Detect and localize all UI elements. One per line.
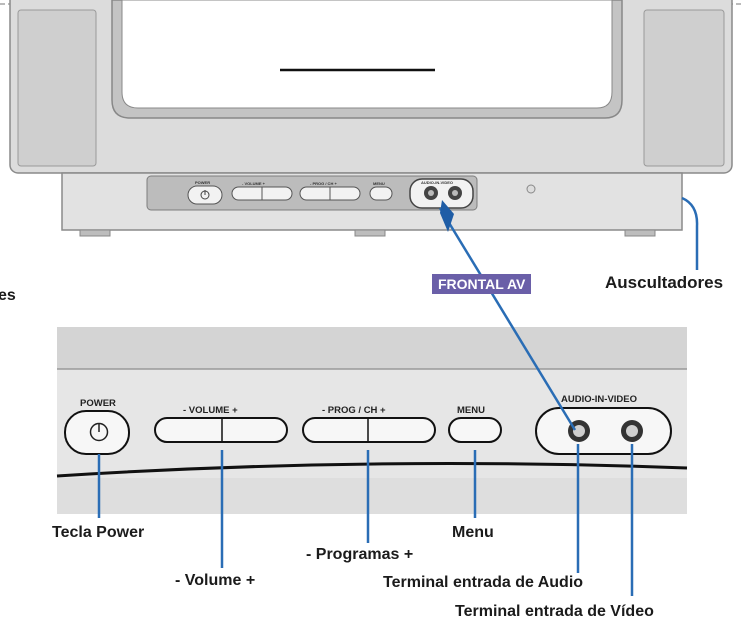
tv-power-label: POWER — [195, 180, 211, 185]
tv-menu-label: MENU — [373, 181, 385, 186]
callout-lines — [97, 196, 699, 596]
volume-label: - Volume + — [175, 572, 256, 589]
programas-label: - Programas + — [306, 546, 414, 563]
tv-cabinet — [9, 0, 733, 174]
arrow-head — [440, 200, 454, 232]
enlarged-control-panel — [56, 327, 688, 514]
tv-volume-label: - VOLUME + — [242, 181, 266, 186]
panel-prog-label: - PROG / CH + — [322, 405, 386, 416]
tv-av-label: AUDIO-IN-VIDEO — [421, 180, 453, 185]
audio-terminal-label: Terminal entrada de Audio — [383, 574, 584, 591]
panel-volume-label: - VOLUME + — [183, 405, 238, 416]
auscultadores-label: Auscultadores — [605, 273, 724, 292]
tecla-power-label: Tecla Power — [52, 524, 145, 541]
panel-power-label: POWER — [80, 398, 116, 409]
panel-av-label: AUDIO-IN-VIDEO — [561, 394, 637, 405]
panel-menu-label: MENU — [457, 405, 485, 416]
video-terminal-label: Terminal entrada de Vídeo — [455, 603, 654, 620]
tv-base — [61, 172, 683, 237]
menu-label: Menu — [452, 524, 494, 541]
tv-prog-label: - PROG / CH + — [310, 181, 337, 186]
frontal-av-badge: FRONTAL AV — [432, 274, 532, 294]
left-partial-label: es — [0, 287, 16, 304]
